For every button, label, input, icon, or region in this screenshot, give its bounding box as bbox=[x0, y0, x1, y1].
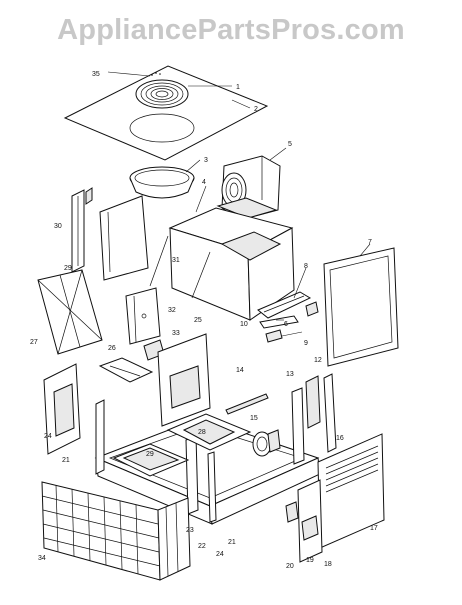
callout-34: 34 bbox=[38, 555, 46, 562]
callout-16: 17 bbox=[370, 525, 378, 532]
part-blower bbox=[216, 155, 281, 221]
callout-22: 23 bbox=[186, 527, 194, 534]
part-shelf-28 bbox=[166, 413, 252, 451]
part-partition-31 bbox=[149, 207, 295, 321]
watermark: AppliancePartsPros.com bbox=[57, 14, 405, 46]
part-plate-29 bbox=[112, 443, 190, 477]
part-top-cover bbox=[63, 65, 269, 161]
callout-labels: 35 1 2 3 4 5 30 29 31 7 8 10 6 9 32 33 2… bbox=[30, 71, 378, 570]
part-access-panel-7 bbox=[323, 247, 399, 367]
part-motor-14 bbox=[252, 429, 281, 457]
callout-9: 9 bbox=[304, 340, 308, 347]
callout-2: 2 bbox=[254, 106, 258, 113]
part-bracket-32 bbox=[125, 287, 161, 345]
part-inner-panel-25 bbox=[157, 333, 211, 427]
callout-23: 24 bbox=[216, 551, 224, 558]
part-filter-panel-27 bbox=[37, 269, 103, 355]
callout-20: 21 bbox=[228, 539, 236, 546]
callout-30: 30 bbox=[54, 223, 62, 230]
callout-29b: 29 bbox=[146, 451, 154, 458]
part-side-cover-17 bbox=[285, 479, 323, 563]
callout-7: 7 bbox=[368, 239, 372, 246]
part-trim-11-12 bbox=[305, 373, 337, 453]
callout-1: 1 bbox=[236, 84, 240, 91]
callout-3: 3 bbox=[204, 157, 208, 164]
callout-21b: 22 bbox=[198, 543, 206, 550]
callout-28: 28 bbox=[198, 429, 206, 436]
callout-31: 31 bbox=[172, 257, 180, 264]
leader-lines bbox=[107, 71, 371, 337]
callout-21a: 21 bbox=[62, 457, 70, 464]
part-louvered-grille-34 bbox=[41, 481, 191, 581]
part-strip-10 bbox=[259, 301, 319, 343]
callout-26: 26 bbox=[108, 345, 116, 352]
part-rail-26 bbox=[98, 357, 154, 383]
callout-17: 18 bbox=[324, 561, 332, 568]
callout-35: 35 bbox=[92, 71, 100, 78]
callout-14: 15 bbox=[250, 415, 258, 422]
part-bracket-30 bbox=[71, 187, 93, 273]
callout-19: 20 bbox=[286, 563, 294, 570]
part-door-panel-24 bbox=[43, 363, 81, 455]
callout-11: 12 bbox=[314, 357, 322, 364]
callout-25: 25 bbox=[194, 317, 202, 324]
callout-6: 6 bbox=[284, 321, 288, 328]
callout-12: 13 bbox=[286, 371, 294, 378]
part-side-panel-29 bbox=[99, 195, 149, 281]
callout-27: 27 bbox=[30, 339, 38, 346]
callout-10: 10 bbox=[240, 321, 248, 328]
part-orifice-ring bbox=[129, 166, 195, 199]
callout-29a: 29 bbox=[64, 265, 72, 272]
callout-24: 24 bbox=[44, 433, 52, 440]
callout-18: 19 bbox=[306, 557, 314, 564]
callout-8: 8 bbox=[304, 263, 308, 270]
part-bracket-8 bbox=[257, 291, 312, 319]
part-rod-13 bbox=[225, 393, 269, 415]
callout-32: 32 bbox=[168, 307, 176, 314]
part-grille-panel-16 bbox=[317, 433, 385, 549]
callout-15: 16 bbox=[336, 435, 344, 442]
callout-5: 5 bbox=[288, 141, 292, 148]
callout-4: 4 bbox=[202, 179, 206, 186]
callout-13: 14 bbox=[236, 367, 244, 374]
callout-33: 33 bbox=[172, 330, 180, 337]
